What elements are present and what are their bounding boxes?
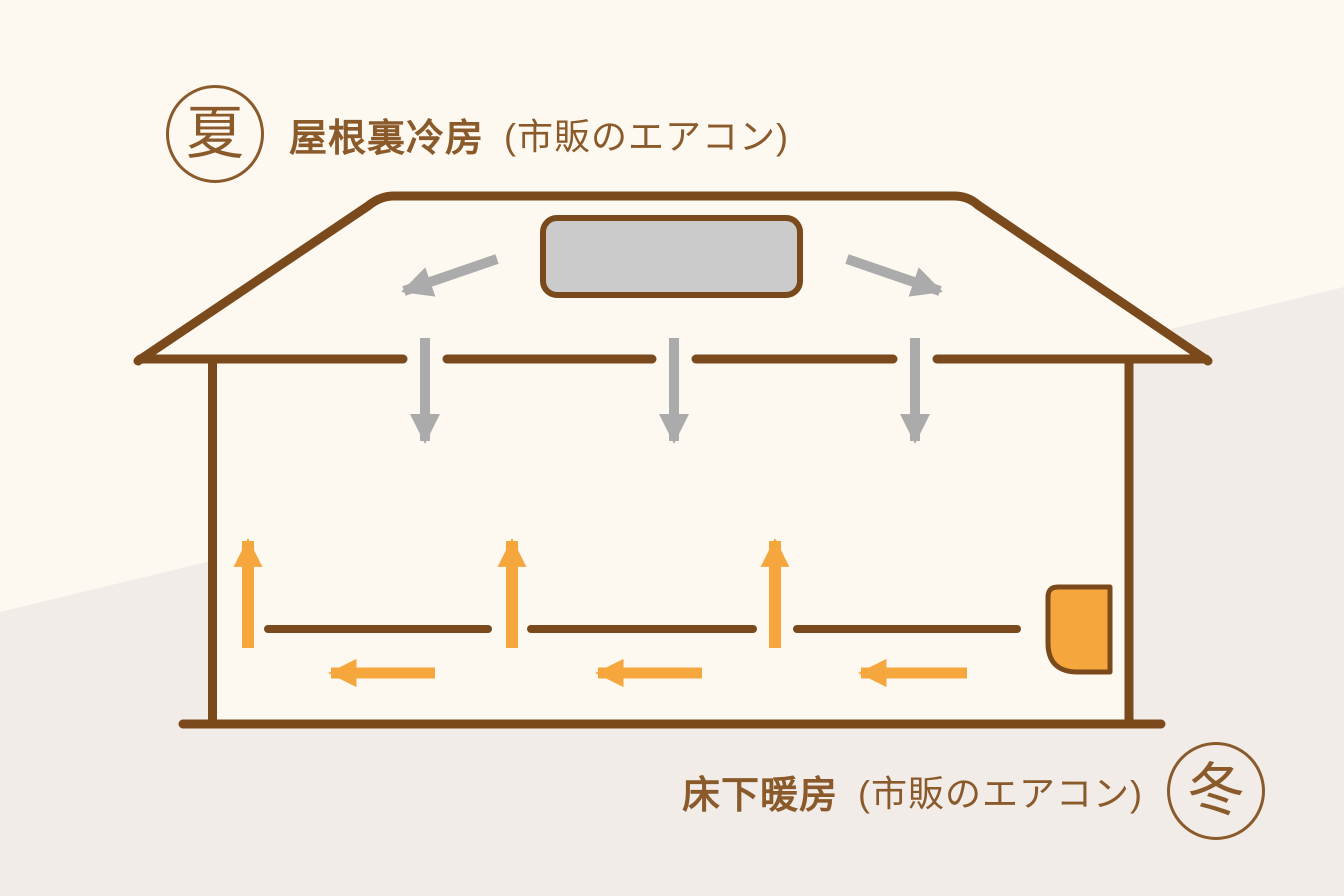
summer-note: (市販のエアコン)	[504, 116, 789, 157]
warm-air-arrows	[233, 538, 967, 688]
roof-outline	[133, 191, 1213, 366]
winter-label: 床下暖房 (市販のエアコン)	[682, 742, 1143, 840]
summer-badge: 夏	[166, 85, 264, 183]
winter-badge-text: 冬	[1186, 758, 1245, 823]
cool-air-arrow-diagonal-left	[401, 254, 499, 297]
attic-ac-unit	[540, 215, 803, 298]
cool-air-arrow-diagonal-right	[845, 254, 943, 297]
summer-label: 屋根裏冷房 (市販のエアコン)	[289, 85, 789, 183]
summer-title: 屋根裏冷房	[289, 117, 485, 160]
summer-badge-text: 夏	[185, 101, 244, 166]
winter-title: 床下暖房	[682, 774, 839, 817]
underfloor-ac-unit	[1045, 584, 1113, 675]
winter-badge: 冬	[1167, 742, 1265, 840]
winter-note: (市販のエアコン)	[858, 773, 1143, 814]
cool-air-arrows	[401, 254, 943, 444]
